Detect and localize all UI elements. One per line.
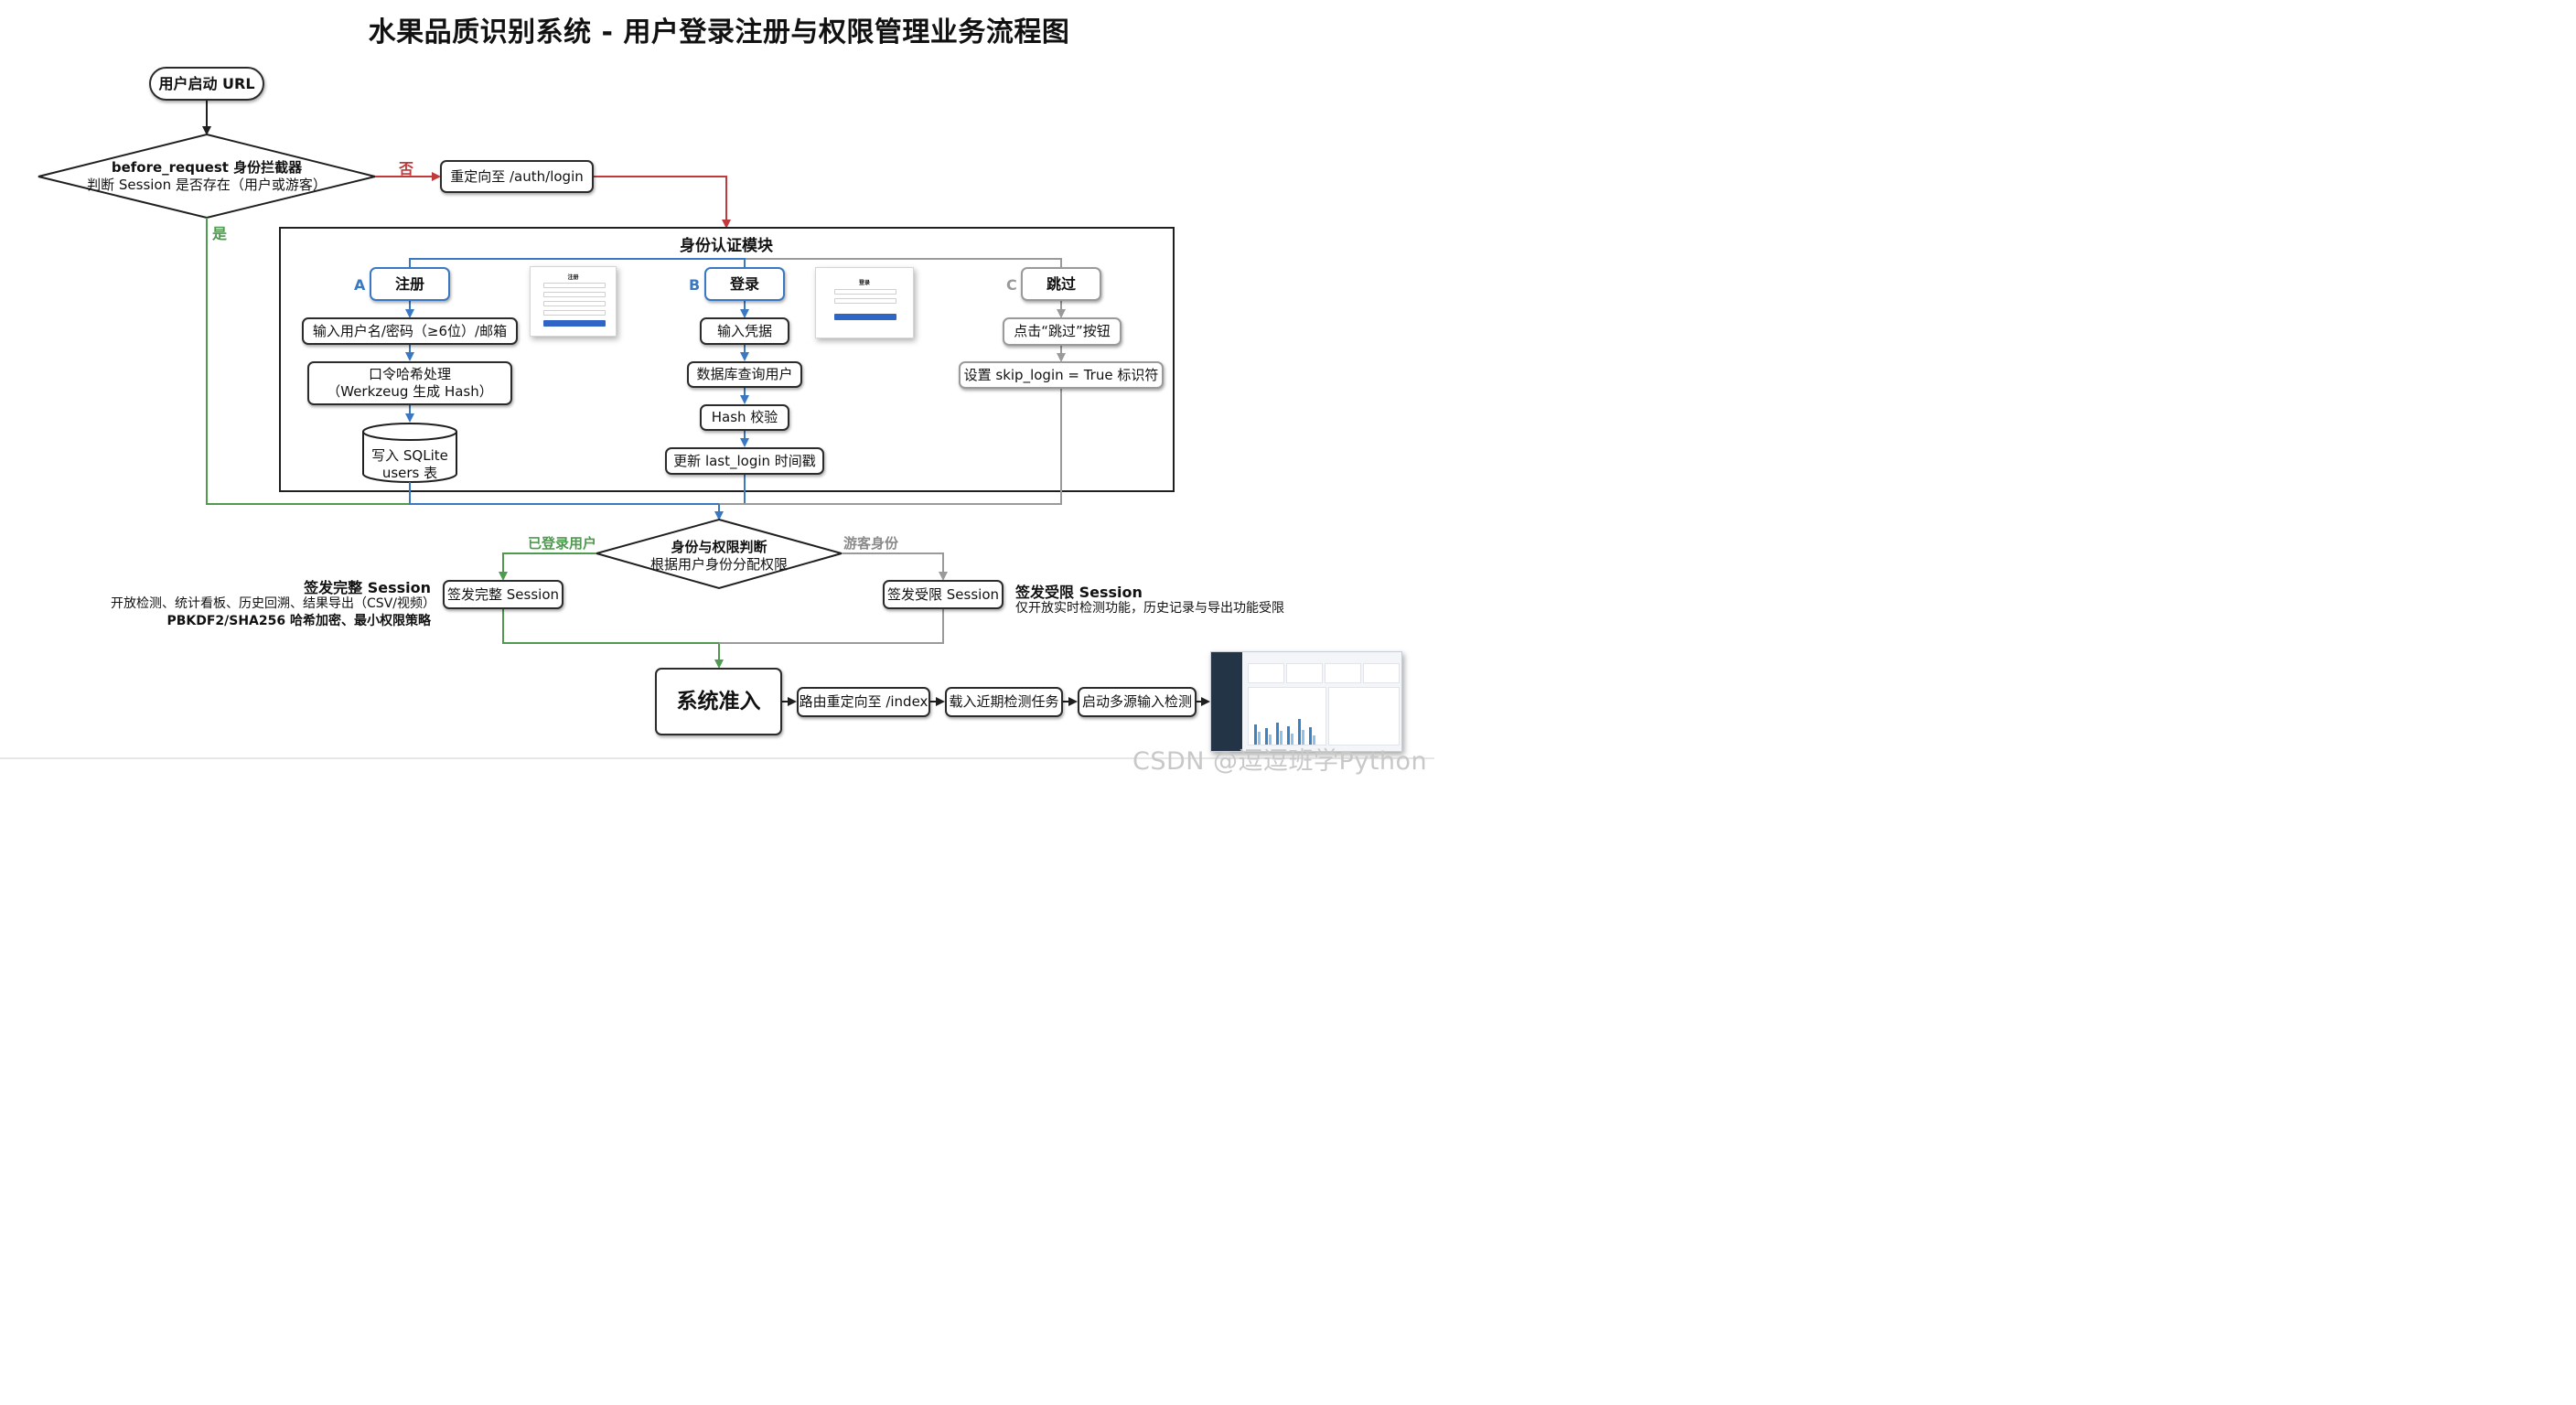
dashboard-thumb-bar	[1291, 734, 1293, 745]
merge-from-b	[719, 475, 746, 505]
dashboard-thumb-card	[1363, 663, 1400, 683]
dashboard-thumb-bar	[1269, 735, 1272, 745]
limited-session-note-title: 签发受限 Session	[1015, 584, 1143, 601]
merge-from-c	[719, 389, 1062, 505]
sqlite-cylinder-top	[362, 423, 457, 441]
logged-in-label: 已登录用户	[528, 535, 597, 552]
branch-b-letter: B	[689, 276, 701, 294]
arrow-redirect-to-auth	[594, 176, 731, 229]
register-screenshot-thumb: 注册	[530, 266, 617, 337]
skip-step-click: 点击“跳过”按钮	[1003, 317, 1122, 346]
register-step-input: 输入用户名/密码（≥6位）/邮箱	[302, 317, 518, 345]
arrow-limited-to-admit	[719, 609, 944, 644]
limited-session-note-line1: 仅开放实时检测功能，历史记录与导出功能受限	[1015, 601, 1284, 616]
dashboard-thumb-card	[1325, 663, 1361, 683]
dashboard-thumb-card	[1248, 663, 1284, 683]
login-screenshot-thumb: 登录	[815, 267, 914, 338]
skip-step-flag: 设置 skip_login = True 标识符	[959, 361, 1164, 389]
dashboard-thumb-bar	[1313, 735, 1315, 745]
login-node: 登录	[704, 267, 785, 301]
register-node: 注册	[370, 267, 450, 301]
route-index-box: 路由重定向至 /index	[797, 687, 930, 717]
decision-line2: 根据用户身份分配权限	[649, 556, 788, 573]
load-tasks-box: 载入近期检测任务	[945, 687, 1063, 717]
watermark: CSDN @逗逗班学Python	[1132, 747, 1428, 776]
auth-module-title: 身份认证模块	[673, 232, 779, 255]
dashboard-thumb-bar	[1265, 728, 1268, 745]
login-thumb-field	[834, 289, 896, 295]
limited-session-box: 签发受限 Session	[883, 580, 1004, 609]
dashboard-thumb-bar	[1287, 726, 1290, 745]
dashboard-thumb-bar	[1258, 732, 1261, 745]
dashboard-screenshot-thumb	[1210, 651, 1402, 752]
register-thumb-title: 注册	[567, 274, 579, 281]
decision-diamond	[593, 518, 845, 590]
dashboard-thumb-chart	[1248, 687, 1326, 745]
branch-a-letter: A	[354, 276, 366, 294]
split-to-c	[719, 258, 1062, 267]
login-thumb-field	[834, 298, 896, 304]
merge-from-a	[409, 482, 719, 505]
split-to-a	[409, 258, 719, 267]
arrow-full-to-admit	[502, 609, 724, 669]
dashboard-thumb-bar	[1309, 727, 1312, 745]
arrow-guest	[842, 552, 948, 581]
guest-label: 游客身份	[843, 535, 899, 552]
connector-layer	[0, 101, 1434, 759]
interceptor-line1: before_request 身份拦截器	[111, 159, 303, 176]
redirect-login-box: 重定向至 /auth/login	[440, 160, 594, 193]
skip-node: 跳过	[1021, 267, 1101, 301]
page-title: 水果品质识别系统 - 用户登录注册与权限管理业务流程图	[368, 16, 1070, 48]
full-session-note-line2: PBKDF2/SHA256 哈希加密、最小权限策略	[166, 614, 431, 628]
dashboard-thumb-bar	[1298, 719, 1301, 745]
dashboard-thumb-card	[1286, 663, 1323, 683]
full-session-box: 签发完整 Session	[443, 580, 564, 609]
decision-line1: 身份与权限判断	[671, 539, 767, 555]
full-session-note-title: 签发完整 Session	[304, 579, 431, 596]
login-step-update: 更新 last_login 时间戳	[665, 447, 824, 475]
login-step-credentials: 输入凭据	[700, 317, 789, 345]
login-thumb-title: 登录	[858, 280, 870, 286]
register-thumb-field	[543, 283, 606, 288]
register-thumb-field	[543, 292, 606, 297]
register-thumb-field	[543, 301, 606, 306]
admit-node: 系统准入	[655, 668, 782, 735]
dashboard-thumb-bar	[1280, 731, 1283, 745]
interceptor-line2: 判断 Session 是否存在（用户或游客）	[87, 177, 327, 193]
login-step-query: 数据库查询用户	[687, 361, 802, 388]
start-node: 用户启动 URL	[149, 67, 264, 101]
dashboard-thumb-bar	[1254, 724, 1257, 745]
yes-label: 是	[212, 225, 228, 242]
sqlite-cylinder	[362, 432, 457, 483]
register-step-hash: 口令哈希处理 （Werkzeug 生成 Hash）	[307, 361, 512, 405]
arrow-logged-in	[499, 552, 596, 581]
dashboard-thumb-chart	[1328, 687, 1400, 745]
full-session-note-line1: 开放检测、统计看板、历史回溯、结果导出（CSV/视频）	[111, 596, 435, 611]
branch-c-letter: C	[1006, 276, 1017, 294]
register-step-store: 写入 SQLite users 表	[371, 447, 448, 481]
auth-module-frame	[279, 227, 1175, 492]
dashboard-thumb-bar	[1276, 723, 1279, 745]
register-thumb-field	[543, 310, 606, 316]
no-label: 否	[399, 160, 414, 177]
dashboard-thumb-sidebar	[1211, 652, 1242, 751]
login-thumb-button	[834, 314, 896, 320]
register-thumb-button	[543, 320, 606, 327]
dashboard-thumb-bar	[1302, 730, 1304, 745]
split-to-b	[719, 258, 746, 267]
start-detect-box: 启动多源输入检测	[1078, 687, 1197, 717]
login-step-verify: Hash 校验	[700, 404, 789, 431]
